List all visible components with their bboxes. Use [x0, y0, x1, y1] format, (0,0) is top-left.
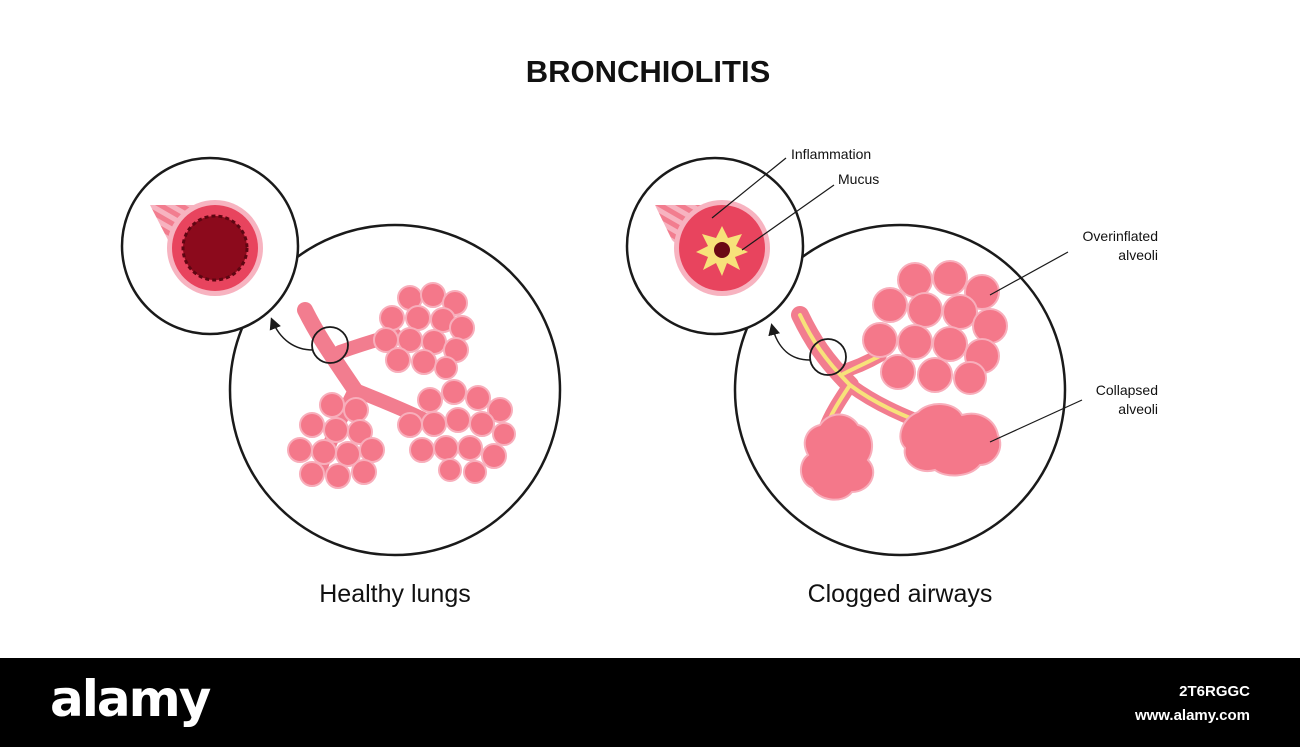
overinflated-alveoli-cluster [862, 260, 1008, 395]
collapsed-alveoli-left [800, 413, 875, 501]
watermark-bar [0, 658, 1300, 747]
healthy-zoom-marker [311, 326, 349, 364]
inflammation-label: Inflammation [791, 146, 871, 162]
watermark-site: www.alamy.com [1134, 707, 1250, 724]
clogged-zoom-arrow [768, 323, 811, 361]
collapsed-alveoli-right [899, 403, 1002, 477]
healthy-alveoli-cluster-left [287, 392, 385, 489]
label-leaders [711, 157, 1083, 443]
clogged-zoom-marker [809, 338, 847, 376]
collapsed-label-line1: Collapsed [1096, 382, 1158, 398]
clogged-panel: Inflammation Mucus Overinflated alveoli … [625, 146, 1158, 608]
healthy-bronchiole-cross-section [150, 200, 263, 296]
healthy-caption: Healthy lungs [319, 580, 470, 608]
healthy-alveoli-cluster-top [373, 282, 475, 380]
healthy-alveoli-cluster-right [397, 379, 516, 484]
healthy-zoom-arrow [269, 317, 314, 351]
clogged-caption: Clogged airways [808, 580, 993, 608]
watermark-logo: alamy [50, 670, 211, 728]
overinflated-label-line2: alveoli [1118, 247, 1158, 263]
healthy-panel: Healthy lungs [120, 156, 562, 608]
watermark-image-id: 2T6RGGC [1179, 683, 1250, 700]
clogged-bronchiole-cross-section [655, 200, 770, 296]
mucus-label: Mucus [838, 171, 879, 187]
diagram-canvas: BRONCHIOLITIS [120, 54, 1158, 608]
collapsed-label-line2: alveoli [1118, 401, 1158, 417]
overinflated-label-line1: Overinflated [1083, 228, 1158, 244]
diagram-title: BRONCHIOLITIS [526, 54, 771, 89]
